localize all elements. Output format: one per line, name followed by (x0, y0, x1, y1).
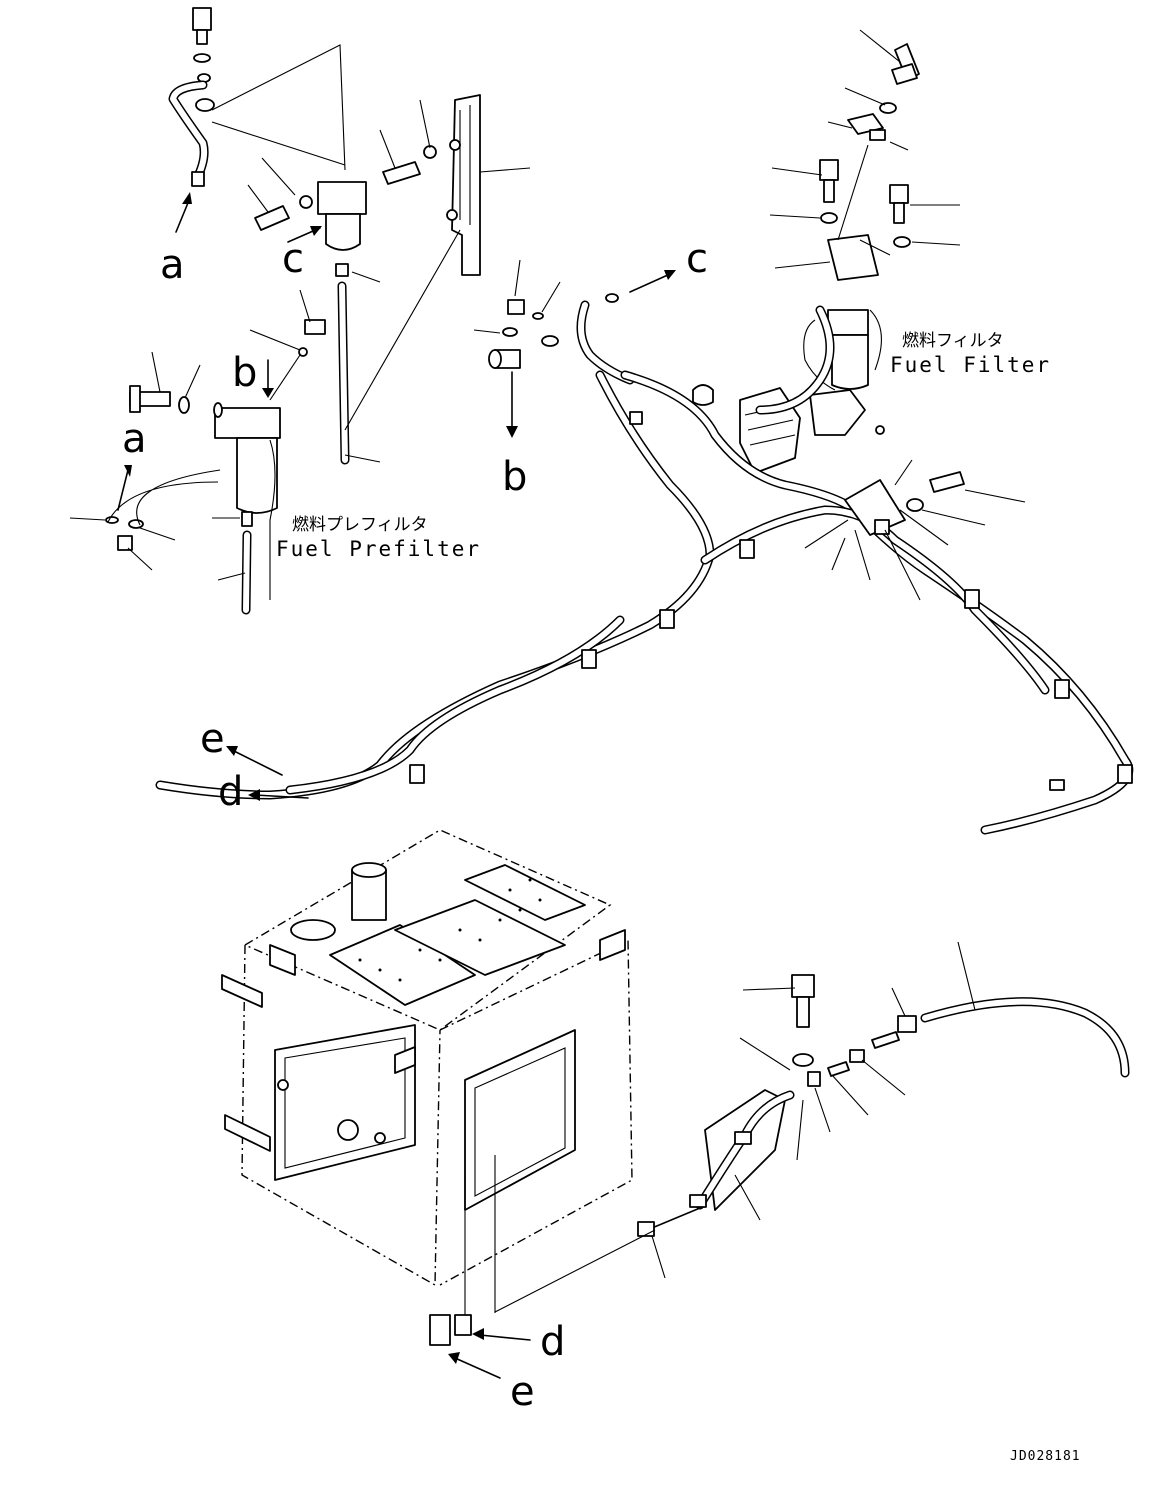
prefilter-label-en: Fuel Prefilter (276, 537, 481, 561)
center-fittings-group: c b (473, 236, 708, 500)
prefilter-label-jp: 燃料プレフィルタ (292, 515, 428, 535)
letter-a-bottom: a (122, 416, 147, 462)
filter-label-jp: 燃料フィルタ (902, 331, 1004, 351)
engine-pump-group (692, 384, 885, 474)
tank-panel-dots (358, 878, 542, 982)
letter-d-right: d (540, 1319, 565, 1365)
letter-b-bottom: b (502, 454, 527, 500)
letter-c-left: c (282, 236, 304, 282)
letter-b-top: b (232, 350, 257, 396)
fuel-lines: e d (155, 305, 1134, 835)
letter-c-right: c (686, 236, 708, 282)
top-bolt-pipe-assembly: a (160, 7, 346, 288)
fuel-prefilter-group: c b a 燃料プレフィルタ Fuel Pr (69, 94, 531, 615)
drawing-code: JD028181 (1010, 1449, 1081, 1464)
letter-d-left: d (218, 769, 243, 815)
letter-e-right: e (510, 1369, 535, 1415)
return-pipe-group (494, 941, 1130, 1313)
letter-a-top: a (160, 242, 185, 288)
filter-label-en: Fuel Filter (890, 353, 1051, 377)
letter-e-left: e (200, 716, 225, 762)
fuel-filter-group: 燃料フィルタ Fuel Filter (769, 29, 1051, 391)
fuel-tank: d e (221, 829, 633, 1415)
